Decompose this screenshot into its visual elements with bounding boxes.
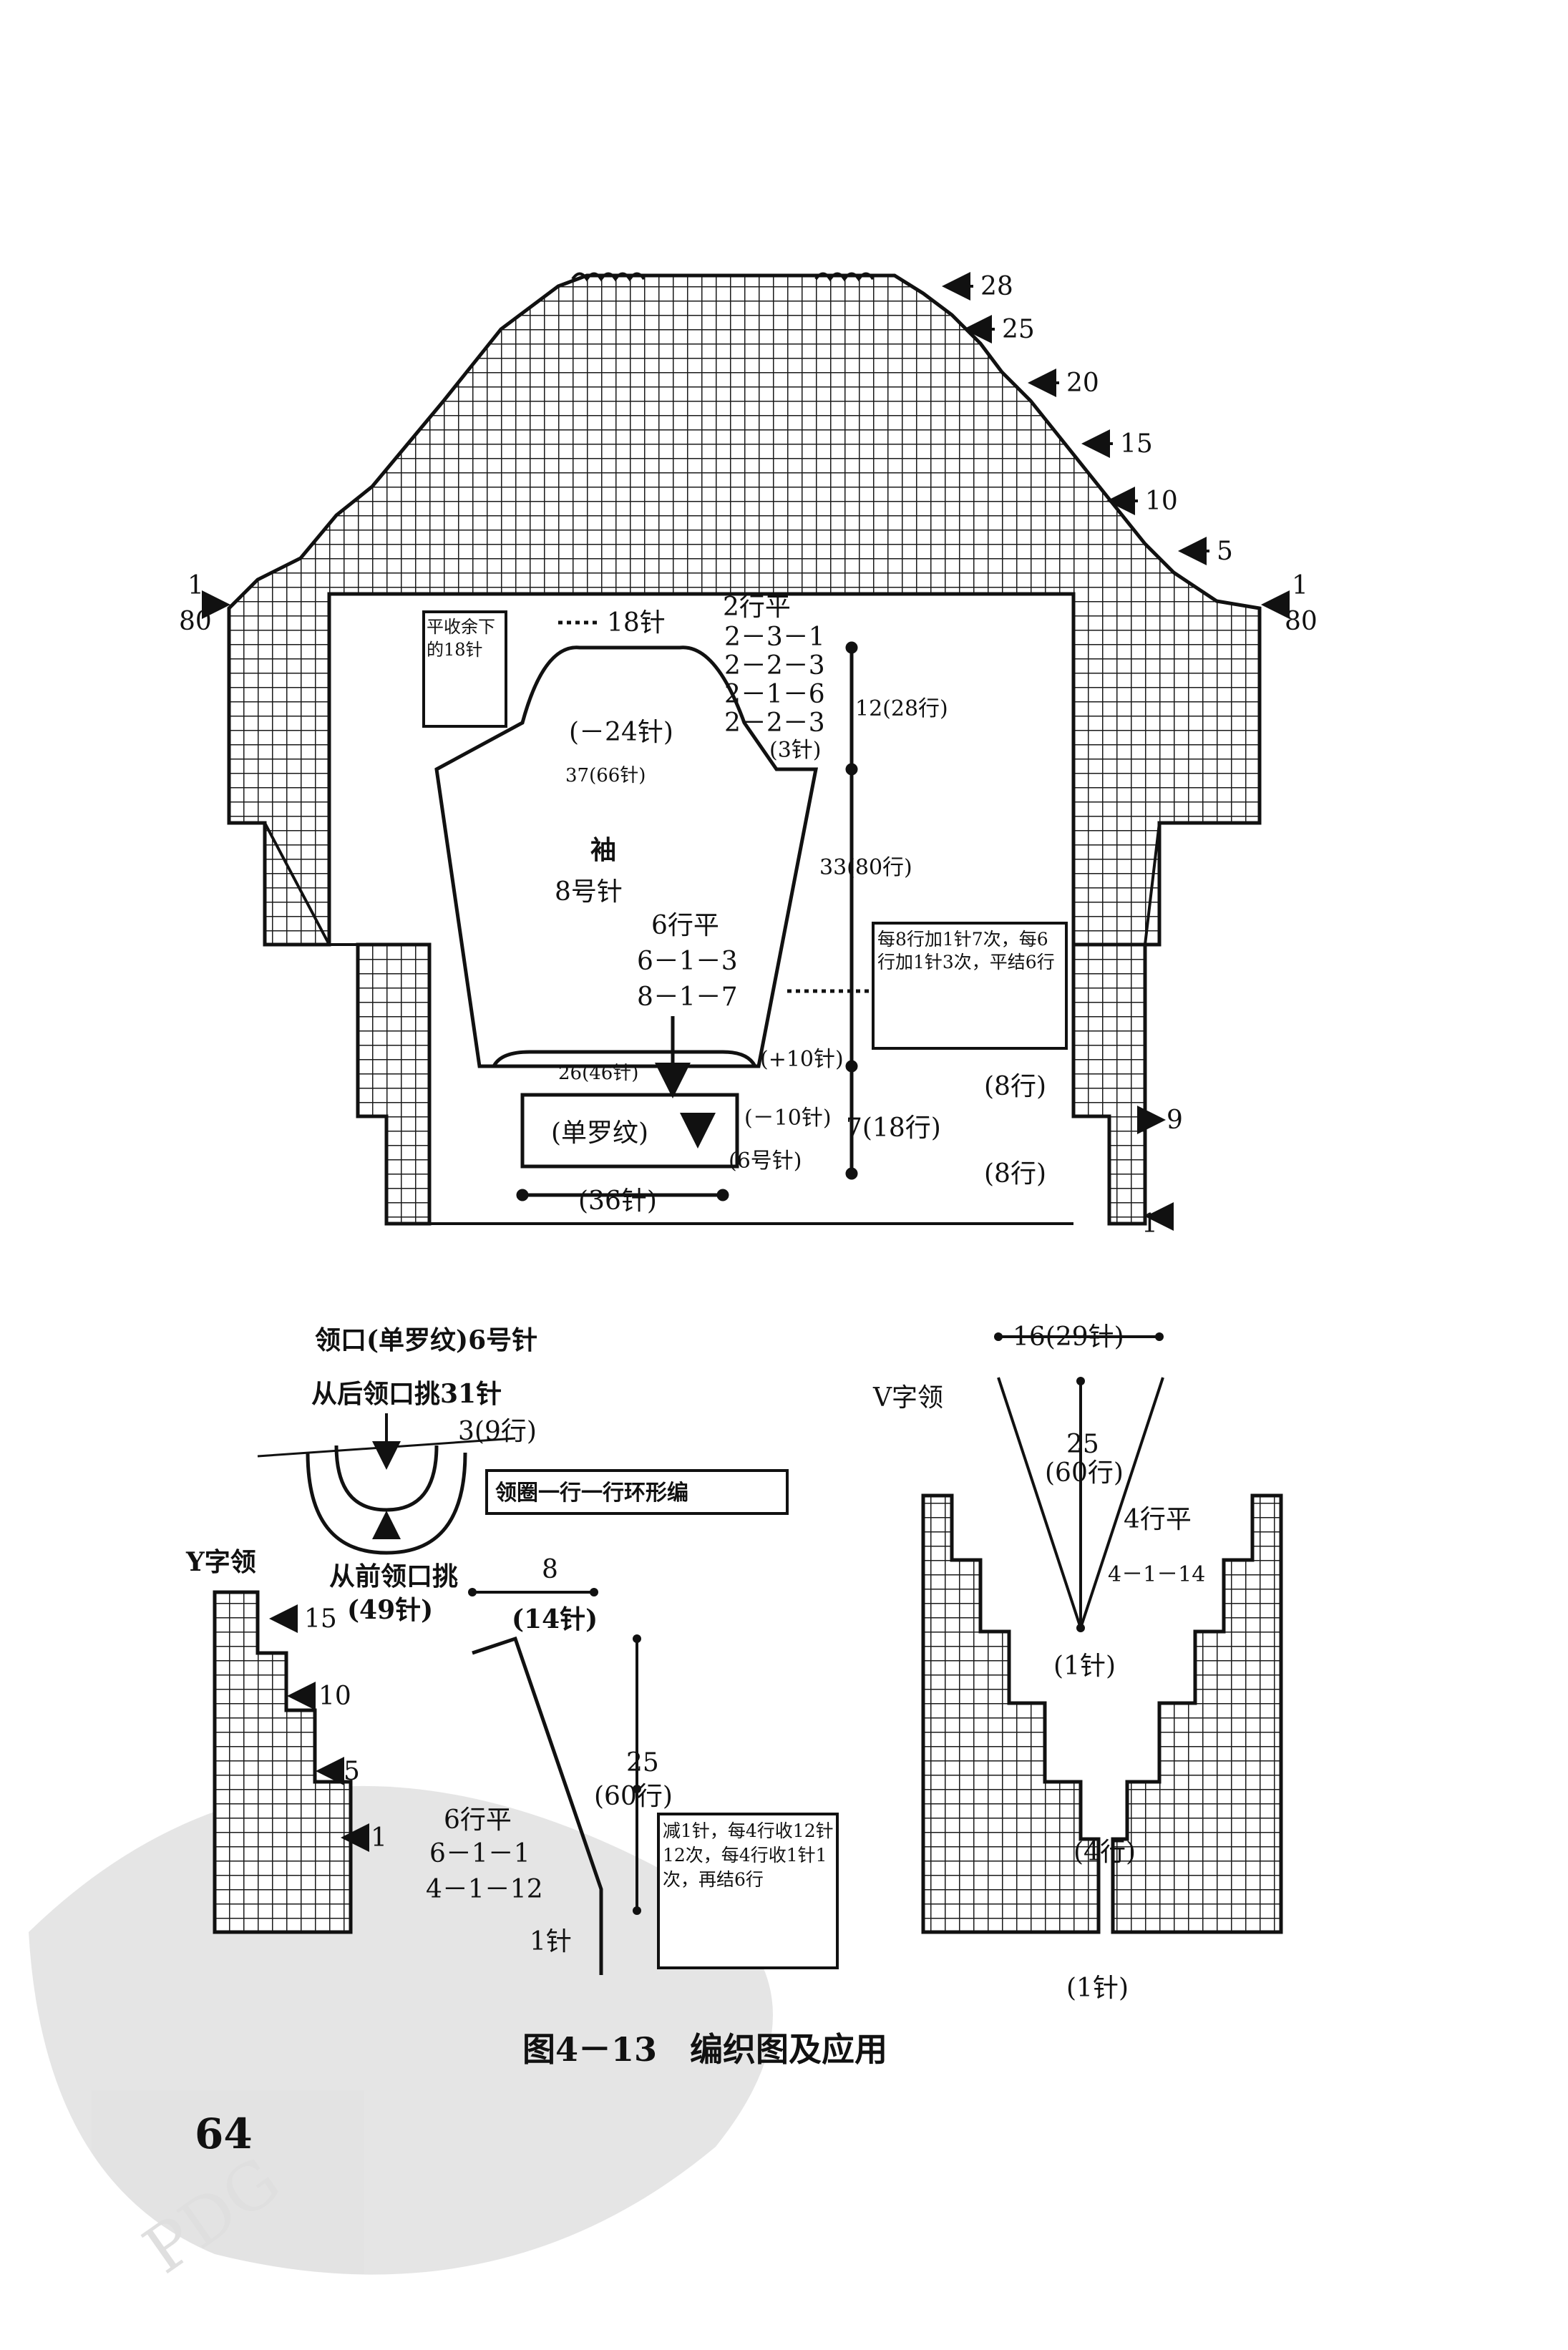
y-shaping-2: 4－1－12 (426, 1875, 543, 1904)
row-mark-9: 9 (1167, 1106, 1183, 1135)
y-depth: 25 (626, 1748, 659, 1778)
top-stitches: 18针 (607, 608, 666, 638)
v-neck-section: 16(29针) V字领 25 (60行) 4行平 4－1－14 (1针) (4行… (872, 1322, 1283, 2003)
y-depth-rows: (60行) (594, 1782, 673, 1811)
cuff-needle: (6号针) (729, 1149, 802, 1174)
cast-off-note: 平收余下的18针 (427, 617, 495, 660)
y-mark-1: 1 (371, 1823, 387, 1853)
cuff-width: 26(46针) (558, 1063, 638, 1084)
y-one-st: 1针 (530, 1927, 572, 1956)
sleeve-title: 袖 (590, 835, 616, 865)
y-mark-5: 5 (344, 1757, 360, 1786)
y-note: 减1针，每4行收12针12次，每4行收1针1次，再结6行 (663, 1820, 834, 1890)
row-mark-right-1: 1 (1292, 571, 1308, 600)
y-neck-title: Y字领 (185, 1547, 256, 1577)
row-mark-20: 20 (1066, 369, 1099, 398)
page-number: 64 (195, 2110, 253, 2158)
plus-10: (+10针) (760, 1047, 844, 1072)
sleeve-labels: 平收余下的18针 18针 2行平 2－3－1 2－2－3 2－1－6 2－2－3… (422, 593, 1068, 1216)
v-four-rows: (4行) (1073, 1838, 1136, 1867)
needle-main: 8号针 (555, 877, 623, 907)
right-body-grid (1071, 942, 1147, 1226)
cap-decrease: (－24针) (569, 718, 673, 747)
cap-row-0: 2行平 (723, 593, 791, 622)
eight-rows-1: (8行) (984, 1072, 1046, 1101)
sleeve-length: 33(80行) (819, 855, 912, 880)
cap-row-2: 2－2－3 (724, 651, 825, 681)
v-center: (1针) (1053, 1652, 1116, 1681)
eight-rows-2: (8行) (984, 1159, 1046, 1189)
y-neck-section: Y字领 15 10 5 1 8 (14针) 25 (60行) 6行平 6－1－1… (185, 1547, 839, 1975)
cap-row-3: 2－1－6 (724, 680, 825, 709)
v-depth: 25 (1066, 1430, 1099, 1459)
y-width-st: (14针) (512, 1604, 598, 1634)
v-shaping-1: 4－1－14 (1108, 1562, 1205, 1587)
cap-side: (3针) (769, 738, 822, 763)
v-depth-rows: (60行) (1045, 1458, 1124, 1488)
figure-caption: 图4－13 编织图及应用 (522, 2030, 887, 2069)
row-mark-28: 28 (980, 272, 1013, 301)
row-mark-10: 10 (1145, 487, 1178, 516)
neckband-back-pick: 从后领口挑31针 (311, 1379, 502, 1409)
row-mark-left-1: 1 (188, 571, 204, 600)
sleeve-schematic (434, 620, 873, 1201)
v-bottom: (1针) (1066, 1974, 1129, 2003)
left-body-grid (356, 942, 432, 1226)
neckband-round-note: 领圈一行一行环形编 (495, 1481, 688, 1506)
v-left-grid (921, 1493, 1101, 1934)
cap-row-1: 2－3－1 (724, 623, 825, 652)
row-mark-left-80: 80 (179, 607, 212, 636)
row-mark-25: 25 (1002, 315, 1035, 344)
v-title: V字领 (872, 1383, 943, 1413)
y-shaping-0: 6行平 (444, 1805, 512, 1835)
row-mark-5: 5 (1217, 537, 1233, 566)
y-shaping-1: 6－1－1 (429, 1839, 530, 1868)
cap-row-4: 2－2－3 (724, 708, 825, 738)
y-width: 8 (542, 1555, 558, 1584)
v-right-grid (1111, 1493, 1283, 1934)
y-mark-15: 15 (304, 1604, 337, 1634)
increase-note: 每8行加1针7次，每6行加1针3次，平结6行 (877, 929, 1055, 972)
neckband-front-count: (49针) (347, 1595, 433, 1625)
neckband-front-pick: 从前领口挑 (329, 1561, 458, 1591)
neckband-title: 领口(单罗纹)6号针 (315, 1325, 537, 1355)
row-mark-right-80: 80 (1285, 607, 1318, 636)
row-mark-bottom-1: 1 (1141, 1209, 1158, 1239)
cast-on: (36针) (578, 1186, 657, 1216)
y-mark-10: 10 (318, 1682, 351, 1711)
y-neck-grid (213, 1590, 353, 1934)
row-markers: 28 25 20 15 10 5 1 80 1 80 9 1 (179, 272, 1318, 1239)
sleeve-width: 37(66针) (565, 765, 646, 786)
sleeve-shaping-0: 6行平 (651, 911, 719, 940)
cuff-label: (单罗纹) (551, 1118, 648, 1148)
cuff-height: 7(18行) (846, 1113, 941, 1143)
sleeve-shaping-2: 8－1－7 (637, 983, 738, 1012)
neckband-section: 领口(单罗纹)6号针 从后领口挑31针 3(9行) 领圈一行一行环形编 从前领口… (257, 1325, 789, 1625)
sleeve-shaping-1: 6－1－3 (637, 947, 738, 976)
cap-height: 12(28行) (855, 696, 948, 721)
minus-10: (－10针) (744, 1106, 832, 1131)
row-mark-15: 15 (1120, 429, 1153, 459)
v-shaping-0: 4行平 (1124, 1505, 1192, 1534)
